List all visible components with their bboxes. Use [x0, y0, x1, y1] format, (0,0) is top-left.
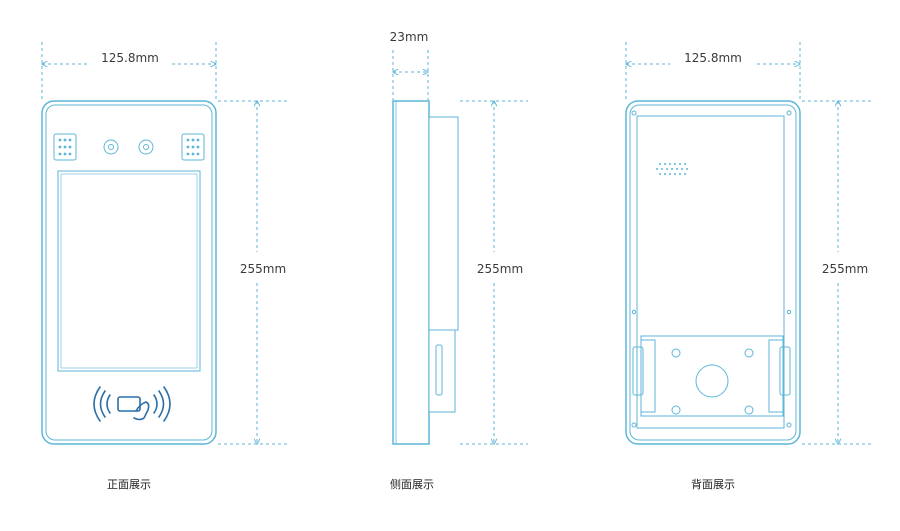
side-height-dimension: [460, 101, 528, 444]
front-height-dimension: [218, 101, 288, 444]
back-height-dimension: [802, 101, 872, 444]
speaker-grille-icon: [181, 133, 205, 161]
back-screw-holes: [631, 110, 792, 428]
front-screen: [57, 170, 201, 372]
side-view: 23mm: [390, 30, 459, 445]
front-view: 125.8mm: [41, 42, 217, 445]
side-depth-label: 23mm: [390, 30, 429, 44]
front-width-dimension: [42, 42, 216, 100]
side-height-label: 255mm: [477, 262, 523, 276]
side-back-housing: [428, 116, 459, 331]
front-device-bezel: [45, 104, 213, 441]
side-view-caption: 侧面展示: [390, 478, 434, 491]
back-device-body: [625, 100, 801, 445]
side-device-body: [392, 100, 430, 445]
back-panel: [636, 115, 785, 429]
side-bracket-slot: [435, 344, 443, 396]
front-width-label: 125.8mm: [101, 51, 159, 65]
speaker-vent-icon: [656, 163, 688, 175]
back-view: 125.8mm: [625, 42, 801, 445]
back-device-rim: [629, 104, 797, 441]
nfc-card-tap-icon: [93, 386, 171, 422]
front-view-caption: 正面展示: [107, 478, 151, 491]
front-height-label: 255mm: [240, 262, 286, 276]
mounting-bracket-icon: [632, 335, 791, 417]
side-depth-dimension: [393, 50, 428, 100]
back-width-dimension: [626, 42, 800, 100]
speaker-grille-icon: [53, 133, 77, 161]
back-width-label: 125.8mm: [684, 51, 742, 65]
back-view-caption: 背面展示: [691, 477, 735, 491]
camera-lens-icon: [103, 139, 119, 155]
camera-lens-icon: [138, 139, 154, 155]
back-height-label: 255mm: [822, 262, 868, 276]
front-screen-inner: [60, 173, 198, 369]
